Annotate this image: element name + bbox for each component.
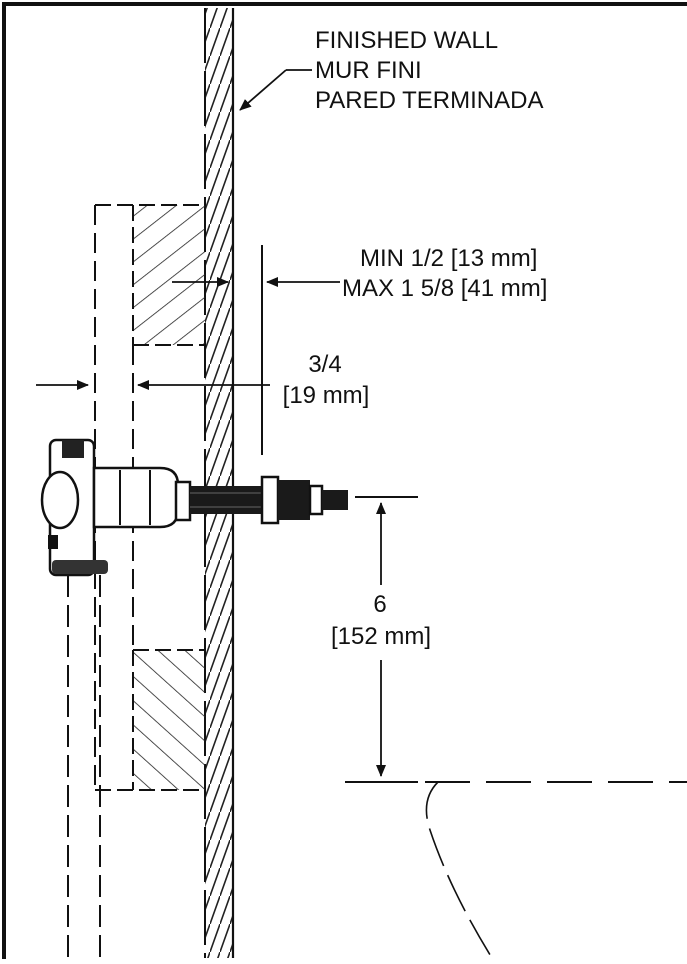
wall-leader (239, 69, 312, 111)
offset-metric-label: [19 mm] (282, 382, 370, 409)
upper-blocking (95, 204, 205, 346)
height-inch-label: 6 (373, 591, 387, 618)
dim-spud-height (345, 496, 418, 783)
dim-wall-clearance (172, 245, 340, 455)
clearance-min-label: MIN 1/2 [13 mm] (360, 245, 538, 272)
wall-label-fr: MUR FINI (315, 57, 422, 84)
finished-wall (204, 8, 235, 958)
spud-tailpiece (190, 475, 348, 525)
wall-label-en: FINISHED WALL (315, 27, 499, 54)
offset-fraction-label: 3/4 (308, 351, 342, 378)
fixture-rim (425, 781, 687, 959)
height-metric-label: [152 mm] (330, 623, 432, 650)
lower-blocking (95, 649, 205, 791)
clearance-max-label: MAX 1 5/8 [41 mm] (342, 275, 548, 302)
wall-label-es: PARED TERMINADA (315, 87, 544, 114)
supply-pipe (67, 575, 101, 958)
flushometer-valve (40, 438, 192, 577)
